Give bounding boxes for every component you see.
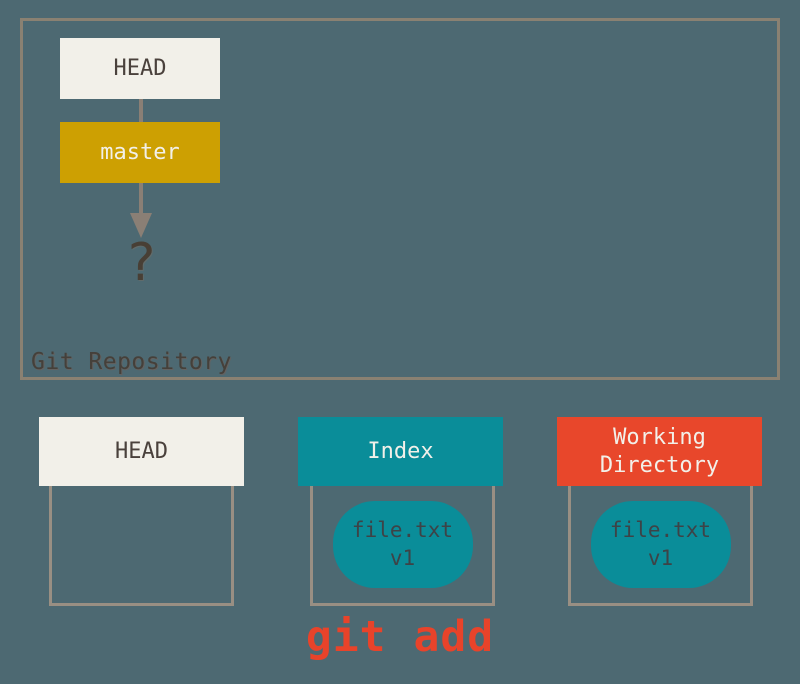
head-area-outline [49, 486, 234, 606]
head-ref-box: HEAD [60, 38, 220, 99]
git-repository-label: Git Repository [31, 349, 232, 375]
head-area-label: HEAD [115, 438, 168, 464]
working-directory-file-version: v1 [647, 545, 674, 570]
working-directory-outline: file.txt v1 [568, 486, 753, 606]
working-directory-header: Working Directory [557, 417, 762, 486]
head-to-master-connector [139, 99, 143, 122]
master-to-commit-connector [139, 183, 143, 214]
index-area-header: Index [298, 417, 503, 486]
head-area-header: HEAD [39, 417, 244, 486]
index-file-version: v1 [389, 545, 416, 570]
master-branch-label: master [100, 139, 180, 165]
index-file-capsule: file.txt v1 [332, 501, 473, 588]
arrow-down-icon [130, 213, 152, 238]
git-repository-box: Git Repository [20, 18, 780, 380]
unknown-commit-placeholder: ? [125, 233, 157, 293]
git-add-command: git add [305, 612, 495, 662]
index-area-label: Index [367, 438, 434, 464]
head-ref-label: HEAD [113, 55, 167, 81]
master-branch-box: master [60, 122, 220, 183]
working-directory-file-capsule: file.txt v1 [590, 501, 731, 588]
index-area-outline: file.txt v1 [310, 486, 495, 606]
index-file-name: file.txt [351, 518, 454, 543]
working-directory-file-name: file.txt [609, 518, 712, 543]
working-directory-label: Working Directory [599, 425, 720, 478]
